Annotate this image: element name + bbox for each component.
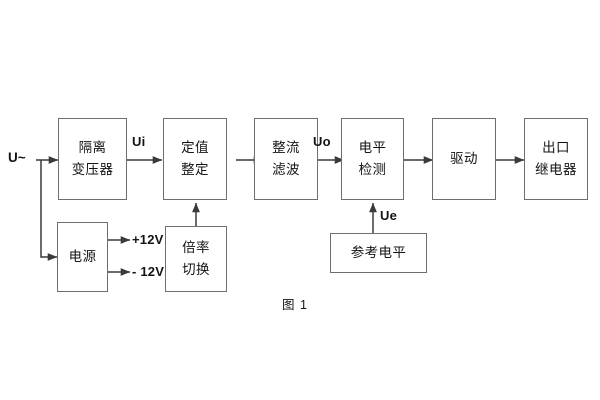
signal-label-uo: Uo bbox=[313, 134, 331, 149]
block-power-supply: 电源 bbox=[57, 222, 108, 292]
power-rail-label-negative: - 12V bbox=[132, 264, 165, 279]
block-multiplier-switch-line2: 切换 bbox=[182, 262, 210, 277]
signal-label-ui: Ui bbox=[132, 134, 146, 149]
input-source-label: U~ bbox=[8, 150, 26, 165]
block-multiplier-switch: 倍率 切换 bbox=[165, 226, 227, 292]
block-rectify-filter: 整流 滤波 bbox=[254, 118, 318, 200]
block-output-relay-line2: 继电器 bbox=[535, 162, 577, 177]
connector-input-to-power-supply bbox=[40, 160, 58, 261]
block-level-detect-line2: 检测 bbox=[358, 162, 387, 177]
block-level-detect-line1: 电平 bbox=[358, 140, 387, 156]
block-isolation-transformer: 隔离 变压器 bbox=[58, 118, 127, 200]
block-setpoint-setting-line2: 整定 bbox=[181, 162, 209, 177]
block-setpoint-setting-line1: 定值 bbox=[181, 140, 209, 156]
block-reference-level-line1: 参考电平 bbox=[350, 245, 407, 261]
block-rectify-filter-line1: 整流 bbox=[272, 140, 300, 156]
block-power-supply-line1: 电源 bbox=[68, 249, 97, 265]
block-output-relay-line1: 出口 bbox=[542, 140, 570, 156]
signal-label-ue: Ue bbox=[380, 208, 398, 223]
block-multiplier-switch-line1: 倍率 bbox=[182, 240, 210, 256]
block-isolation-transformer-line1: 隔离 bbox=[78, 140, 107, 156]
block-drive: 驱动 bbox=[432, 118, 496, 200]
block-isolation-transformer-line2: 变压器 bbox=[71, 162, 114, 177]
block-reference-level: 参考电平 bbox=[330, 233, 427, 273]
block-setpoint-setting: 定值 整定 bbox=[163, 118, 227, 200]
block-rectify-filter-line2: 滤波 bbox=[272, 162, 300, 177]
figure-caption: 图 1 bbox=[282, 298, 308, 312]
block-output-relay: 出口 继电器 bbox=[524, 118, 588, 200]
block-drive-line1: 驱动 bbox=[450, 151, 478, 167]
power-rail-label-positive: +12V bbox=[132, 232, 164, 247]
block-level-detect: 电平 检测 bbox=[341, 118, 404, 200]
